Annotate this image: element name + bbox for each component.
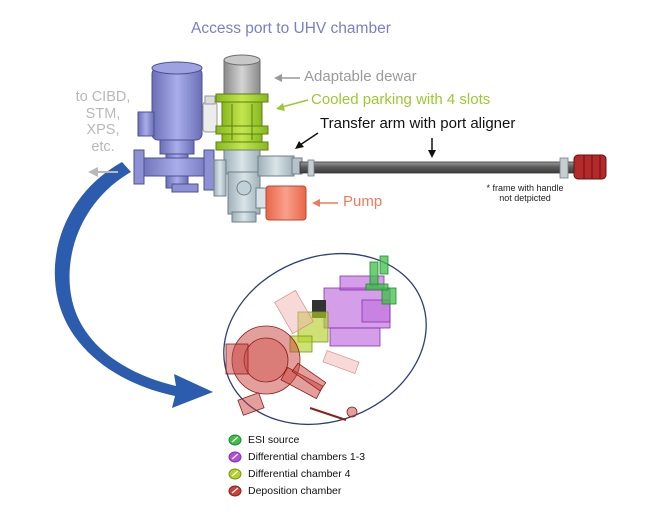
adaptable-dewar-label: Adaptable dewar <box>304 68 417 85</box>
pointer-arrows <box>274 74 436 207</box>
legend-item-deposition: Deposition chamber <box>228 482 365 499</box>
uhv-apparatus <box>133 54 607 223</box>
inset-ellipse <box>223 252 427 426</box>
curved-arrow-body <box>54 162 213 408</box>
deposition-chamber-icon <box>228 485 242 496</box>
curved-arrow <box>54 162 213 408</box>
legend-label-deposition: Deposition chamber <box>248 484 342 497</box>
to-lines-line-4: etc. <box>91 139 115 156</box>
access-port-label: Access port to UHV chamber <box>191 20 391 38</box>
legend-item-diff-1-3: Differential chambers 1-3 <box>228 448 365 465</box>
valve-part <box>202 101 218 133</box>
to-lines-line-2: STM, <box>85 105 121 122</box>
transfer-arm-label: Transfer arm with port aligner <box>320 115 516 132</box>
differential-chambers-part <box>323 275 391 347</box>
transfer-arm-part <box>257 154 607 180</box>
legend-item-esi: ESI source <box>228 431 365 448</box>
central-chamber-part <box>213 149 261 223</box>
dewar-part <box>223 54 261 95</box>
deposition-chamber-part <box>225 325 358 421</box>
frame-note-line-2: not detpicted <box>499 193 551 204</box>
pump-label: Pump <box>343 193 383 210</box>
to-other-lines-label: to CIBD, STM, XPS, etc. <box>70 89 136 156</box>
legend-label-esi: ESI source <box>248 433 300 446</box>
legend: ESI source Differential chambers 1-3 Dif… <box>228 431 365 499</box>
differential-chambers-icon <box>228 451 242 462</box>
esi-source-icon <box>228 434 242 445</box>
pump-part <box>255 185 307 221</box>
frame-note: * frame with handle not detpicted <box>470 183 580 204</box>
to-lines-arrow <box>88 167 118 177</box>
cooled-parking-label: Cooled parking with 4 slots <box>311 91 491 108</box>
access-port-part <box>133 61 215 193</box>
to-lines-line-1: to CIBD, <box>75 89 131 105</box>
differential-chamber-4-icon <box>228 468 242 479</box>
legend-label-diff-4: Differential chamber 4 <box>248 467 351 480</box>
legend-item-diff-4: Differential chamber 4 <box>228 465 365 482</box>
to-lines-line-3: XPS, <box>86 122 120 139</box>
legend-label-diff-1-3: Differential chambers 1-3 <box>248 450 366 463</box>
esi-source-part <box>365 255 397 305</box>
access-port-text: Access port to UHV chamber <box>191 20 391 37</box>
frame-note-line-1: * frame with handle <box>486 183 564 193</box>
cooled-parking-part <box>215 93 269 151</box>
